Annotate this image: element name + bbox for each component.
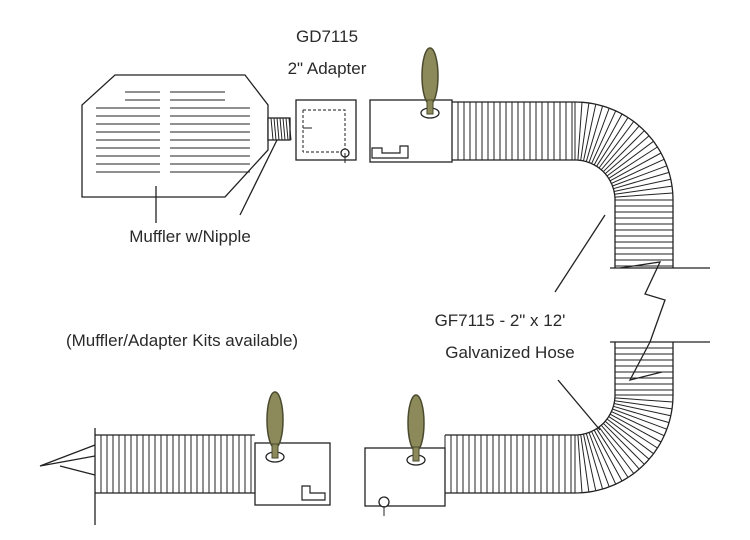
adapter-name: 2" Adapter: [288, 59, 367, 78]
hose-break-symbol: [610, 261, 710, 381]
top-clamp-collar: [369, 47, 453, 163]
hose-name: Galvanized Hose: [445, 343, 574, 362]
leader-lines: [155, 139, 606, 431]
bottom-clamp-collar-right: [364, 394, 446, 516]
muffler-fins: [96, 91, 250, 173]
left-hose-break: [39, 428, 96, 525]
adapter-fitting: [295, 99, 357, 163]
clamp-handle-bottom-right: [407, 394, 425, 462]
clamp-handle-bottom-left: [266, 391, 284, 459]
muffler-body: [81, 74, 269, 198]
muffler: [81, 74, 292, 198]
bottom-clamp-collar-left: [254, 391, 331, 506]
clamp-handle-top: [421, 47, 439, 115]
hose-part-number: GF7115 - 2" x 12': [435, 311, 566, 330]
muffler-label: Muffler w/Nipple: [129, 227, 251, 246]
adapter-part-number: GD7115: [296, 27, 358, 46]
muffler-nipple: [267, 117, 292, 141]
kits-note: (Muffler/Adapter Kits available): [66, 331, 298, 350]
